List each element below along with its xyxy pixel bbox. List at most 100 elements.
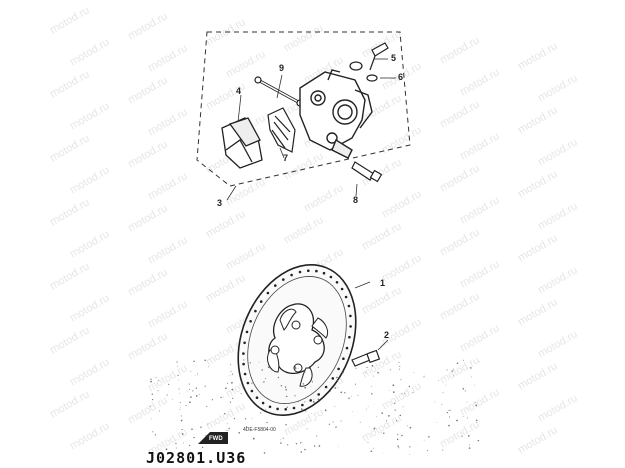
disc-bolt (351, 349, 381, 367)
speckle-dot (315, 419, 316, 421)
speckle-dot (179, 408, 181, 410)
speckle-dot (154, 434, 156, 436)
speckle-dot (401, 392, 403, 394)
speckle-dot (318, 445, 321, 447)
speckle-dot (298, 368, 299, 369)
callout-3: 3 (217, 198, 223, 208)
disc-hole (261, 401, 265, 405)
speckle-dot (374, 426, 376, 428)
speckle-dot (337, 446, 339, 448)
speckle-dot (155, 376, 157, 378)
speckle-dot (313, 445, 316, 447)
disc-hole (317, 393, 321, 396)
speckle-dot (317, 398, 320, 401)
disc-hole (344, 295, 348, 299)
speckle-dot (445, 384, 447, 386)
speckle-dot (426, 450, 428, 452)
speckle-dot (234, 418, 236, 420)
speckle-dot (340, 420, 342, 422)
speckle-dot (469, 444, 470, 446)
speckle-dot (369, 426, 371, 428)
speckle-dot (175, 442, 177, 445)
speckle-dot (468, 447, 471, 449)
speckle-dot (295, 443, 298, 445)
speckle-dot (397, 433, 399, 435)
speckle-dot (352, 410, 354, 412)
disc-hole (324, 385, 328, 389)
speckle-dot (186, 390, 188, 392)
speckle-dot (404, 392, 406, 394)
speckle-dot (180, 406, 181, 408)
disc-hole (243, 372, 247, 376)
speckle-dot (304, 410, 307, 412)
speckle-dot (370, 450, 373, 453)
speckle-dot (313, 399, 315, 401)
speckle-dot (150, 380, 152, 383)
caliper-pin (254, 76, 304, 107)
speckle-dot (181, 429, 183, 430)
speckle-dot (397, 445, 399, 447)
speckle-dot (476, 422, 478, 423)
speckle-dot (436, 421, 438, 423)
disc-hole (349, 314, 352, 318)
speckle-dot (364, 372, 366, 374)
disc-part-code: 4DE-F5804-00 (243, 427, 276, 433)
speckle-dot (189, 388, 191, 391)
disc-hole (315, 269, 318, 273)
speckle-dot (265, 409, 266, 410)
speckle-dot (446, 369, 448, 371)
speckle-dot (302, 383, 305, 385)
speckle-dot (179, 401, 181, 404)
callout-8: 8 (353, 195, 359, 205)
callout-4: 4 (236, 86, 242, 96)
caliper-body (299, 69, 373, 159)
speckle-dot (179, 393, 180, 394)
disc-hole (322, 271, 326, 275)
speckle-dot (150, 452, 152, 454)
disc-hole (349, 325, 352, 328)
speckle-dot (261, 369, 263, 371)
speckle-dot (376, 416, 377, 417)
speckle-dot (229, 364, 231, 366)
speckle-dot (285, 395, 288, 398)
speckle-dot (232, 397, 234, 399)
speckle-dot (304, 386, 307, 389)
speckle-dot (260, 412, 262, 414)
brake-disc (237, 264, 357, 416)
speckle-dot (284, 386, 287, 388)
speckle-dot (423, 376, 425, 378)
speckle-dot (462, 387, 465, 390)
speckle-dot (394, 409, 396, 411)
speckle-dot (285, 388, 287, 391)
speckle-dot (310, 386, 312, 387)
speckle-dot (351, 396, 352, 397)
speckle-dot (383, 432, 385, 435)
speckle-dot (231, 381, 233, 384)
disc-hole (298, 270, 302, 274)
speckle-dot (471, 376, 472, 378)
speckle-dot (267, 397, 269, 400)
speckle-dot (191, 428, 193, 431)
speckle-dot (388, 390, 390, 391)
speckle-dot (423, 439, 425, 441)
speckle-dot (180, 415, 182, 417)
speckle-dot (366, 408, 367, 410)
speckle-dot (317, 366, 320, 369)
speckle-dot (182, 442, 184, 444)
callout-7: 7 (283, 153, 289, 163)
disc-hole (246, 381, 250, 385)
speckle-dot (336, 376, 338, 379)
speckle-dot (195, 387, 197, 389)
speckle-dot (398, 447, 400, 449)
speckle-dot (238, 431, 241, 434)
speckle-dot (172, 399, 173, 401)
speckle-dot (441, 404, 443, 406)
speckle-dot (466, 408, 467, 410)
speckle-dot (258, 362, 260, 363)
speckle-dot (357, 394, 359, 396)
speckle-dot (373, 427, 376, 430)
speckle-dot (190, 396, 192, 398)
speckle-dot (401, 434, 403, 437)
speckle-dot (446, 411, 449, 414)
